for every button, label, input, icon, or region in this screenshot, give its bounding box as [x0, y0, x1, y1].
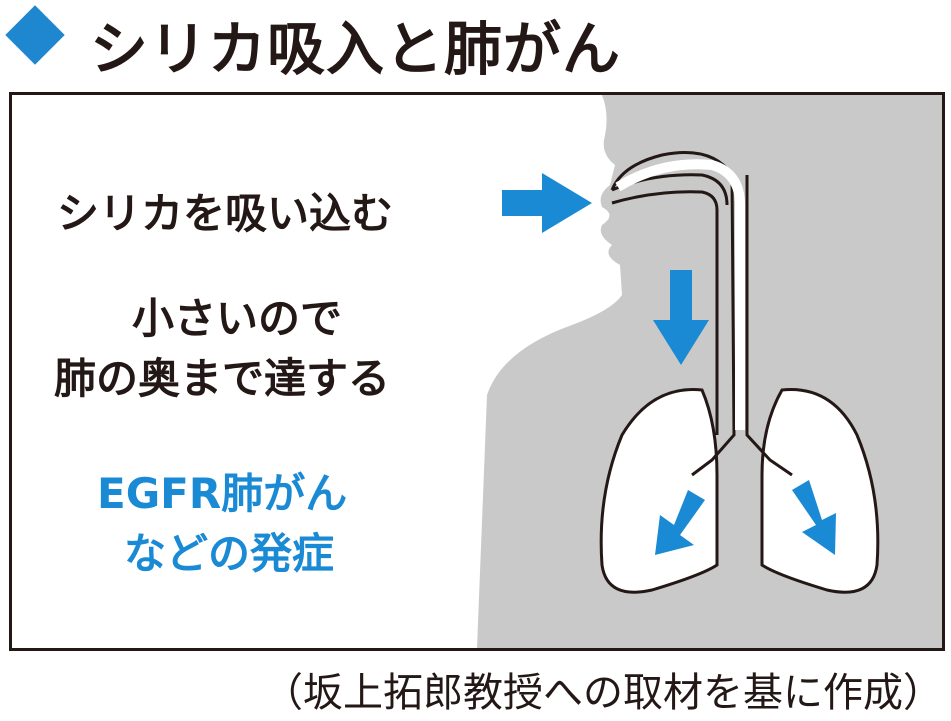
inhale-arrow-icon [502, 173, 592, 233]
inhale-label: シリカを吸い込む [57, 189, 394, 238]
title-diamond-icon [5, 5, 65, 65]
source-caption: （坂上拓郎教授への取材を基に作成） [263, 670, 943, 716]
left-lung-arrow-icon [655, 490, 705, 555]
right-lung-arrow-icon [792, 480, 836, 555]
small-label-line1: 小さいので [132, 294, 343, 343]
result-label-line1: EGFR肺がん [97, 469, 348, 518]
diagram-frame: シリカを吸い込む 小さいので 肺の奥まで達する EGFR肺がん などの発症 [9, 92, 945, 651]
page-title: シリカ吸入と肺がん [90, 15, 622, 83]
down-arrow-icon [653, 270, 709, 365]
body-illustration [477, 95, 942, 648]
airway [610, 151, 793, 477]
small-label-line2: 肺の奥まで達する [54, 354, 391, 403]
right-lung [760, 388, 880, 594]
result-label-line2: などの発症 [124, 529, 335, 578]
